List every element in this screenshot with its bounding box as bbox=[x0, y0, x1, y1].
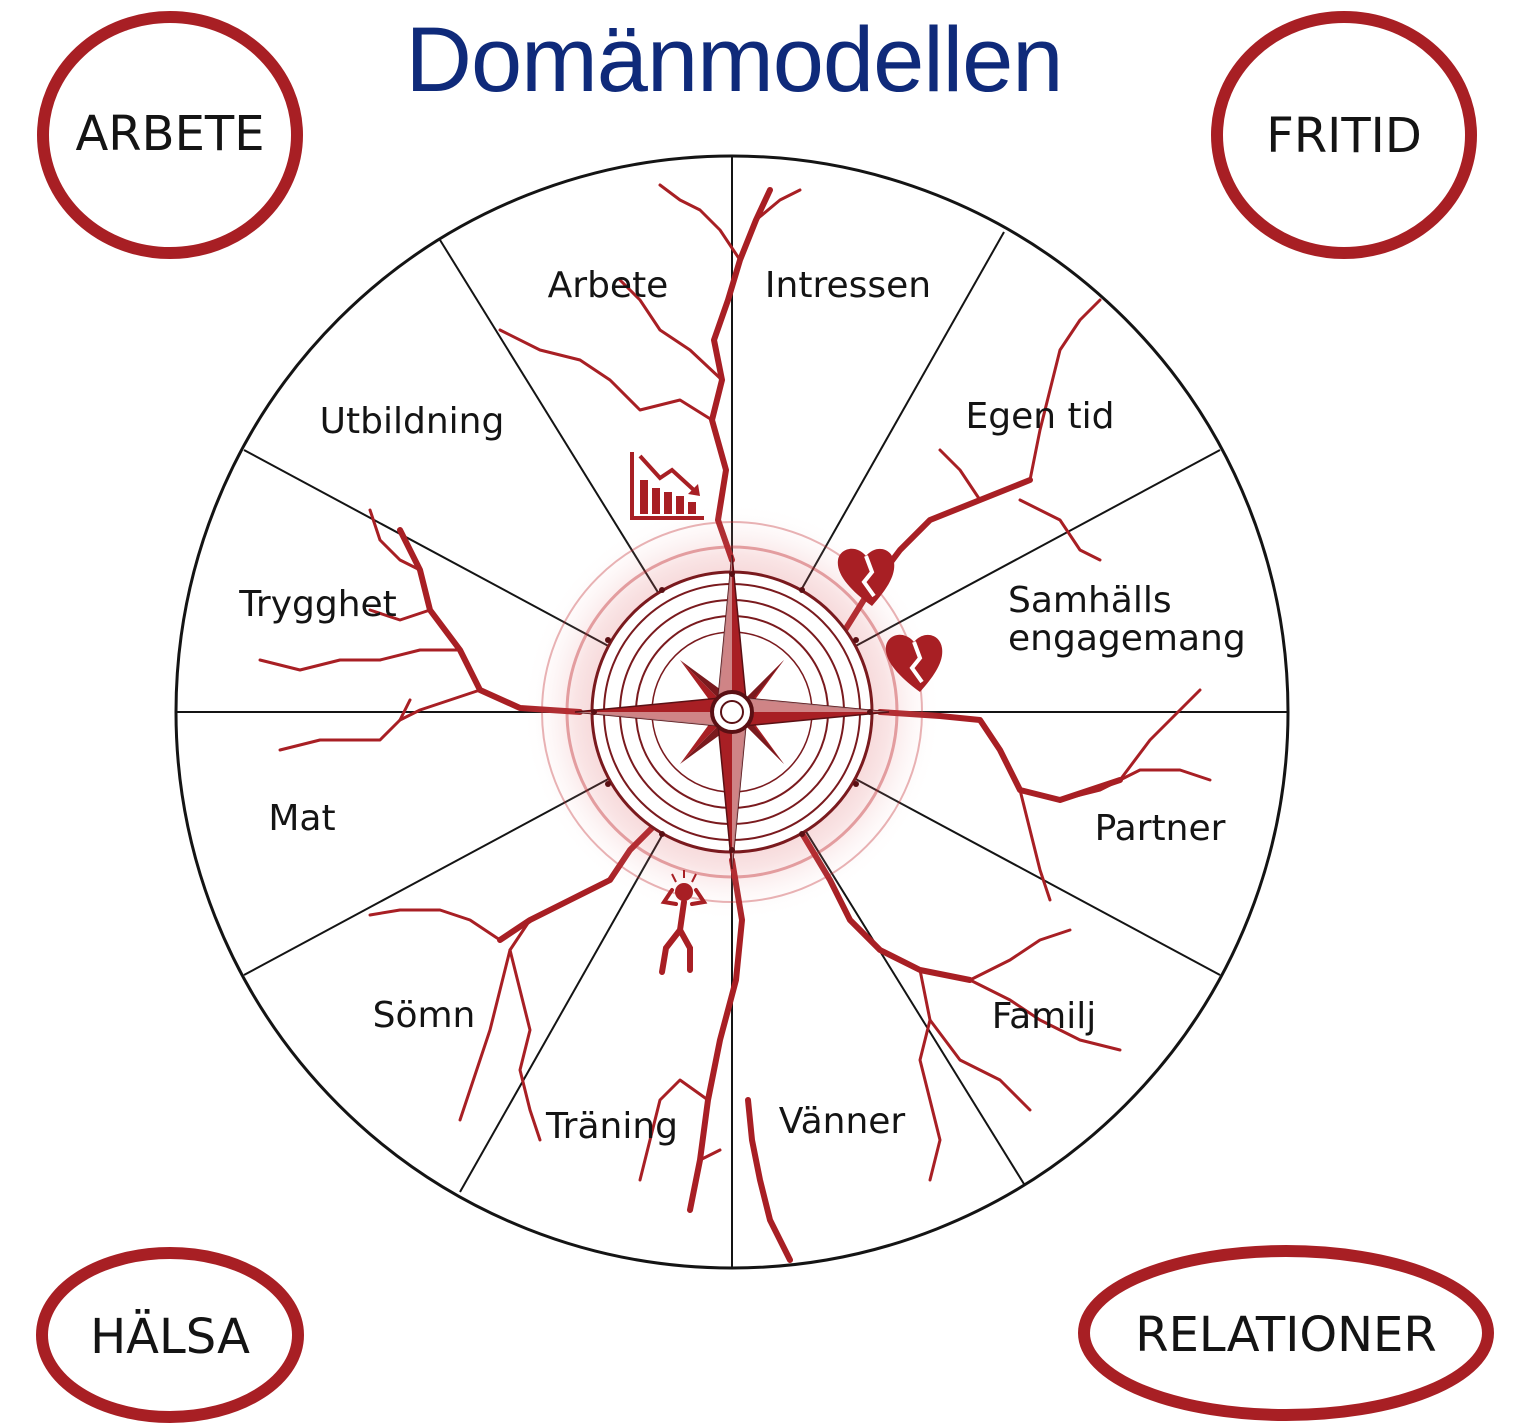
broken-heart-icon bbox=[885, 634, 943, 692]
segment-label-engagemang: engagemang bbox=[1008, 618, 1246, 659]
segment-label-familj: Familj bbox=[992, 996, 1097, 1037]
segment-label-egen-tid: Egen tid bbox=[966, 396, 1115, 437]
corner-label-arbete: ARBETE bbox=[75, 106, 264, 162]
segment-label-arbete: Arbete bbox=[548, 265, 669, 306]
red-cracks bbox=[258, 183, 1212, 1263]
corner-halsa: HÄLSA bbox=[36, 1247, 304, 1423]
segment-label-partner: Partner bbox=[1095, 808, 1226, 849]
segment-label-utbildning: Utbildning bbox=[320, 401, 505, 442]
stressed-person-icon bbox=[659, 870, 708, 975]
compass-rose-icon bbox=[522, 502, 942, 922]
segment-label-mat: Mat bbox=[268, 798, 335, 839]
declining-bar-chart-icon bbox=[630, 452, 704, 520]
corner-arbete: ARBETE bbox=[37, 11, 303, 259]
segment-label-somn: Sömn bbox=[373, 995, 476, 1036]
diagram-title: Domänmodellen bbox=[405, 9, 1064, 111]
corner-fritid: FRITID bbox=[1211, 11, 1477, 259]
segment-labels: Arbete Intressen Egen tid Samhälls engag… bbox=[238, 265, 1245, 1147]
corner-label-halsa: HÄLSA bbox=[90, 1309, 250, 1365]
segment-label-vanner: Vänner bbox=[779, 1101, 906, 1142]
segment-label-trygghet: Trygghet bbox=[238, 584, 397, 625]
segment-label-samhalls: Samhälls bbox=[1008, 580, 1172, 621]
corner-label-relationer: RELATIONER bbox=[1135, 1307, 1436, 1363]
corner-label-fritid: FRITID bbox=[1266, 108, 1422, 164]
segment-label-traning: Träning bbox=[545, 1106, 678, 1147]
corner-relationer: RELATIONER bbox=[1078, 1245, 1494, 1421]
broken-heart-icon bbox=[837, 548, 895, 606]
segment-label-intressen: Intressen bbox=[765, 265, 931, 306]
